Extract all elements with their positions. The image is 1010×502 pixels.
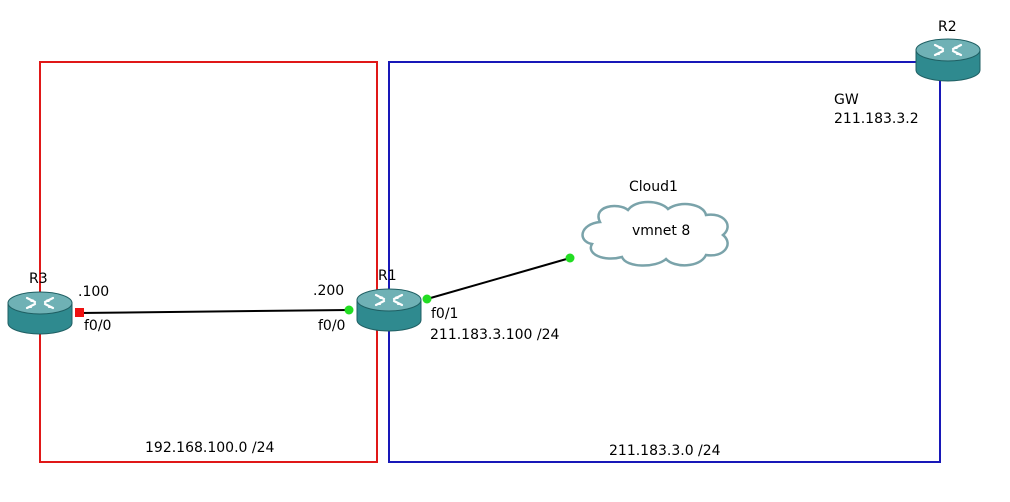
router-r1-port-right: f0/1 [431,306,459,322]
router-r1-ip-right: 211.183.3.100 /24 [430,327,560,343]
link-r3-r1[interactable] [78,309,350,314]
cloud-icon [581,200,729,267]
router-icon [356,288,422,332]
port-indicator-r1-f0-1 [422,294,432,304]
port-indicator-r1-f0-0 [344,305,354,315]
router-r2-ip: 211.183.3.2 [834,111,919,127]
router-icon [915,38,981,82]
router-r3[interactable] [7,290,73,340]
router-r3-port: f0/0 [84,318,112,334]
zone-wan-label: 211.183.3.0 /24 [609,443,721,459]
router-r1-port-left: f0/0 [318,318,346,334]
link-r1-cloud1[interactable] [426,257,571,300]
router-r1[interactable] [356,287,422,337]
cloud-name: Cloud1 [629,179,678,195]
port-indicator-cloud1 [565,253,575,263]
router-r3-ip: .100 [78,284,110,300]
router-r2-name: R2 [938,19,957,35]
cloud-cloud1[interactable] [578,200,736,268]
cloud-label: vmnet 8 [632,223,691,239]
zone-lan-192-168-100 [39,61,378,463]
router-r3-name: R3 [29,271,48,287]
router-r2-role: GW [834,92,859,108]
router-r1-ip-left: .200 [313,283,345,299]
router-r1-name: R1 [378,268,397,284]
port-indicator-r3-f0-0 [75,308,84,317]
router-r2[interactable] [915,37,981,87]
zone-lan-label: 192.168.100.0 /24 [145,440,275,456]
zone-wan-211-183-3 [388,61,941,463]
router-icon [7,291,73,335]
